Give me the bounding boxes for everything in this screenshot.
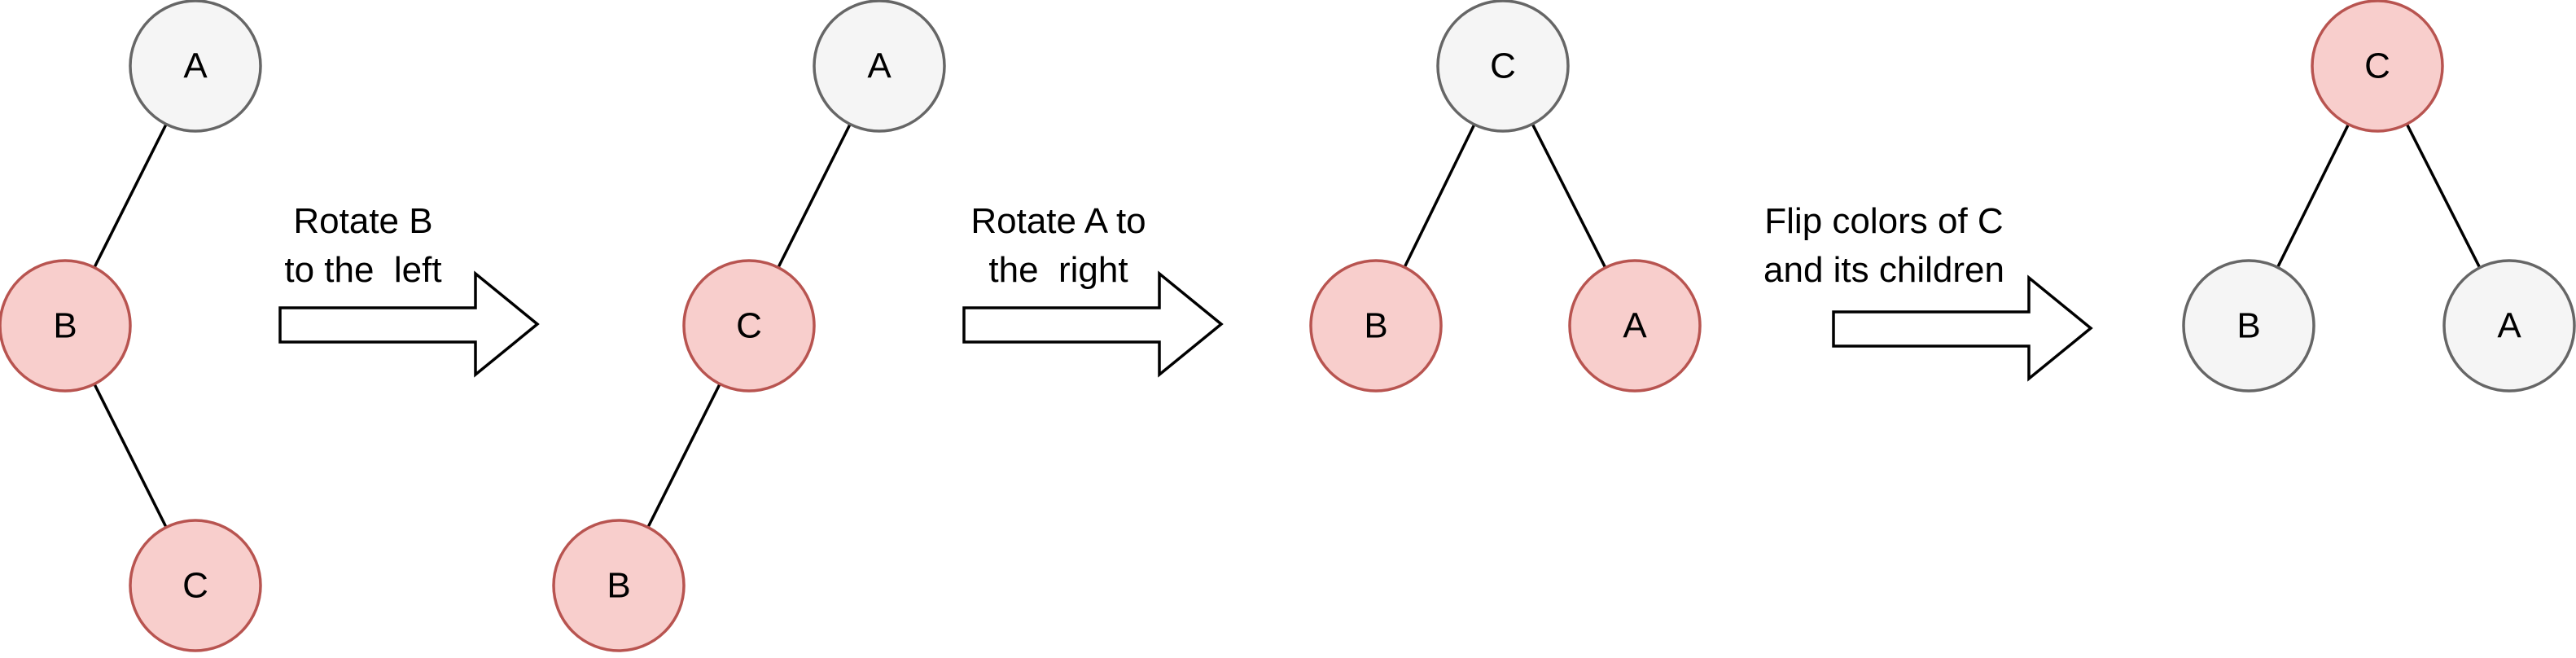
node-circle: [1309, 259, 1443, 393]
node-label: B: [53, 306, 77, 346]
node-circle: [1568, 259, 1702, 393]
node-label: A: [1623, 306, 1647, 346]
node-circle: [129, 0, 262, 133]
step-1-caption-line-1: Rotate B: [293, 201, 432, 241]
step-2-arrow: [962, 270, 1224, 378]
tree-1-edge-t1-b-to-t1-c: [93, 383, 168, 529]
tree-2-node-a: A: [813, 0, 946, 133]
step-1-caption: Rotate B to the left: [284, 201, 441, 290]
node-label: C: [1490, 46, 1516, 86]
tree-2-node-c: C: [682, 259, 816, 393]
node-circle: [2182, 259, 2315, 393]
tree-3-node-a: A: [1568, 259, 1702, 393]
node-circle: [2442, 259, 2576, 393]
node-circle: [129, 519, 262, 652]
step-2-caption-line-1: Rotate A to: [970, 201, 1146, 241]
edges-layer: [93, 123, 2482, 529]
node-circle: [813, 0, 946, 133]
tree-4-edge-t4-c-to-t4-a: [2405, 123, 2482, 269]
tree-4-edge-t4-c-to-t4-b: [2276, 123, 2350, 269]
step-2-caption-line-2: the right: [988, 250, 1128, 290]
tree-3-edge-t3-c-to-t3-a: [1531, 123, 1607, 269]
step-1-caption-line-2: to the left: [284, 250, 441, 290]
tree-4-node-a: A: [2442, 259, 2576, 393]
node-circle: [552, 519, 686, 652]
node-label: C: [2364, 46, 2390, 86]
step-2-caption: Rotate A to the right: [970, 201, 1146, 290]
tree-2-edge-t2-c-to-t2-b: [646, 383, 721, 529]
tree-3-node-c: C: [1436, 0, 1570, 133]
tree-4-node-c: C: [2311, 0, 2444, 133]
node-label: B: [2236, 306, 2260, 346]
node-circle: [2311, 0, 2444, 133]
tree-3-edge-t3-c-to-t3-b: [1403, 124, 1476, 268]
tree-3-node-b: B: [1309, 259, 1443, 393]
step-3-arrow: [1832, 274, 2093, 382]
tree-1-edge-t1-a-to-t1-b: [93, 123, 168, 269]
tree-1-node-a: A: [129, 0, 262, 133]
arrows-layer: [278, 270, 2093, 382]
tree-4-node-b: B: [2182, 259, 2315, 393]
node-label: C: [182, 566, 208, 606]
node-label: B: [607, 566, 630, 606]
node-circle: [682, 259, 816, 393]
tree-2-node-b: B: [552, 519, 686, 652]
step-3-caption: Flip colors of C and its children: [1763, 201, 2004, 290]
node-label: B: [1364, 306, 1387, 346]
step-3-caption-line-2: and its children: [1763, 250, 2004, 290]
tree-1-node-c: C: [129, 519, 262, 652]
node-label: A: [867, 46, 892, 86]
node-circle: [0, 259, 132, 393]
captions-layer: Rotate B to the left Rotate A to the right F…: [284, 201, 2004, 290]
tree-1-node-b: B: [0, 259, 132, 393]
step-3-caption-line-1: Flip colors of C: [1764, 201, 2003, 241]
node-circle: [1436, 0, 1570, 133]
node-label: C: [736, 306, 762, 346]
node-label: A: [183, 46, 208, 86]
tree-2-edge-t2-a-to-t2-c: [777, 123, 852, 269]
step-1-arrow: [278, 270, 540, 378]
node-label: A: [2497, 306, 2521, 346]
